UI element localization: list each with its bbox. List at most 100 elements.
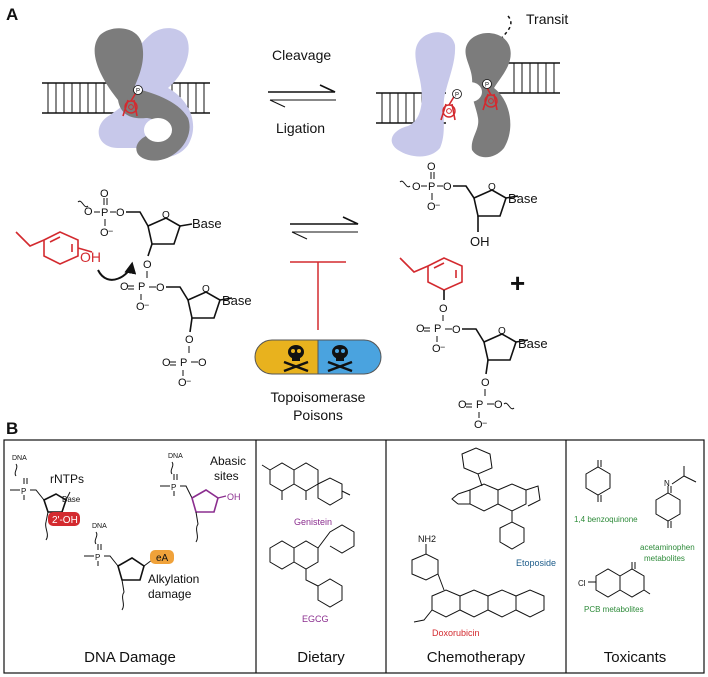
- phosphate-marker-right-a: P: [455, 93, 459, 99]
- poison-pill: Topoisomerase Poisons: [254, 339, 382, 423]
- alkylation-label-2: damage: [148, 587, 192, 601]
- atom-o: O: [416, 323, 425, 335]
- atom-o: O: [143, 259, 152, 271]
- atom-p: P: [138, 281, 145, 293]
- atom-o: O: [136, 301, 145, 313]
- charge-minus: −: [435, 200, 440, 210]
- dna-damage-section: DNA P rNTPs Base 2'-OH DNA P eA Alkylati…: [10, 453, 246, 666]
- base-label-right-lower: Base: [518, 336, 548, 351]
- abasic-label-1: Abasic: [210, 454, 246, 468]
- ligation-label: Ligation: [276, 120, 325, 136]
- etoposide-label: Etoposide: [516, 558, 556, 568]
- atom-o: O: [178, 377, 187, 389]
- cl-label: Cl: [578, 579, 586, 588]
- base-label-upper: Base: [192, 216, 222, 231]
- phosphate-marker-left: P: [136, 89, 140, 95]
- panel-a-label: A: [6, 5, 18, 24]
- atom-p: P: [21, 487, 26, 496]
- atom-p: P: [476, 399, 483, 411]
- dietary-title: Dietary: [297, 649, 345, 666]
- skull-crossbones-icon: [327, 345, 353, 373]
- atom-p: P: [171, 483, 176, 492]
- atom-o: O: [412, 181, 421, 193]
- atom-o: O: [481, 377, 490, 389]
- doxorubicin-label: Doxorubicin: [432, 628, 480, 638]
- toxicants-title: Toxicants: [604, 649, 667, 666]
- atom-o: O: [202, 284, 210, 295]
- panel-b-label: B: [6, 419, 18, 438]
- charge-minus: −: [108, 226, 113, 236]
- dna-damage-title: DNA Damage: [84, 649, 176, 666]
- pcb-label: PCB metabolites: [584, 605, 644, 614]
- n-label: N: [664, 479, 670, 488]
- atom-o: O: [427, 161, 436, 173]
- oh-2prime-badge: [48, 512, 80, 526]
- atom-p: P: [101, 207, 108, 219]
- poisons-label-line1: Topoisomerase: [271, 389, 366, 405]
- atom-o: O: [432, 343, 441, 355]
- atom-o: O: [458, 399, 467, 411]
- base-label-b: Base: [62, 495, 81, 504]
- skull-crossbones-icon: [283, 345, 309, 373]
- topoisomerase-enzyme-right: P P: [391, 32, 511, 158]
- atom-o: O: [100, 227, 109, 239]
- atom-o: O: [120, 281, 129, 293]
- charge-minus: −: [482, 418, 487, 428]
- benzoquinone-label: 1,4 benzoquinone: [574, 515, 638, 524]
- abasic-label-2: sites: [214, 469, 239, 483]
- atom-o: O: [185, 334, 194, 346]
- genistein-label: Genistein: [294, 517, 332, 527]
- atom-p: P: [428, 181, 435, 193]
- egcg-label: EGCG: [302, 614, 329, 624]
- atom-o: O: [498, 326, 506, 337]
- tyrosine-attack-structure: OH O P O O − O O Base O O P O − O O: [15, 188, 252, 389]
- rntps-label: rNTPs: [50, 472, 84, 486]
- atom-o: O: [116, 207, 125, 219]
- toxicants-section: 1,4 benzoquinone N acetaminophen metabol…: [574, 460, 697, 666]
- dna-label: DNA: [12, 455, 27, 462]
- acetaminophen-label-1: acetaminophen: [640, 543, 695, 552]
- atom-o: O: [162, 210, 170, 221]
- cleavage-ligation-equilibrium: Cleavage Ligation: [268, 47, 336, 136]
- atom-o: O: [452, 324, 461, 336]
- plus-sign: +: [510, 268, 525, 298]
- dietary-section: Genistein EGCG Dietary: [261, 462, 355, 666]
- topoisomerase-enzyme-left: P: [94, 28, 194, 161]
- ea-label: eA: [156, 553, 169, 564]
- nh2-label: NH2: [418, 534, 436, 544]
- transit-label: Transit: [526, 11, 568, 27]
- atom-o: O: [494, 399, 503, 411]
- base-label-right-upper: Base: [508, 191, 538, 206]
- atom-p: P: [95, 553, 100, 562]
- acetaminophen-label-2: metabolites: [644, 554, 685, 563]
- cleaved-dna-products: O P O O − O O Base OH + O O P O − O O: [399, 161, 548, 431]
- atom-o: O: [427, 201, 436, 213]
- charge-minus: −: [144, 300, 149, 310]
- atom-o: O: [162, 357, 171, 369]
- dna-label: DNA: [168, 453, 183, 460]
- abasic-oh-label: OH: [227, 492, 241, 502]
- cleavage-label: Cleavage: [272, 47, 331, 63]
- atom-o: O: [198, 357, 207, 369]
- atom-p: P: [180, 357, 187, 369]
- atom-o: O: [84, 206, 93, 218]
- panel-b-frame: [3, 439, 705, 674]
- tyrosine-oh-label: OH: [80, 249, 101, 265]
- phosphate-marker-right-b: P: [485, 83, 489, 89]
- transit-arrow: Transit: [483, 11, 568, 72]
- atom-o: O: [474, 419, 483, 431]
- oh-label-right: OH: [470, 234, 490, 249]
- chemotherapy-section: Etoposide NH2 Doxorubicin Chemotherapy: [411, 447, 556, 666]
- atom-o: O: [488, 182, 496, 193]
- base-label-lower: Base: [222, 293, 252, 308]
- ea-badge: [150, 550, 174, 564]
- atom-o: O: [156, 282, 165, 294]
- charge-minus: −: [440, 342, 445, 352]
- atom-o: O: [439, 303, 448, 315]
- atom-o: O: [443, 181, 452, 193]
- alkylation-label-1: Alkylation: [148, 572, 199, 586]
- poisons-label-line2: Poisons: [293, 407, 343, 423]
- atom-p: P: [434, 323, 441, 335]
- charge-minus: −: [186, 376, 191, 386]
